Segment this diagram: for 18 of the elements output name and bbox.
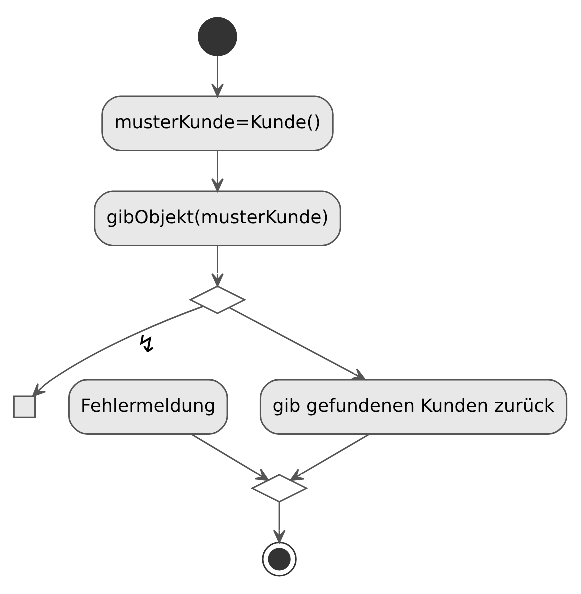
arrow: [212, 56, 224, 98]
node-box: Fehlermeldung: [68, 379, 228, 435]
arrow: [212, 246, 224, 287]
arrow: [290, 434, 370, 482]
arrow: [230, 307, 366, 381]
arrow: [273, 502, 286, 544]
node-circle: [262, 542, 297, 577]
node-box: [13, 396, 36, 418]
arrow: [212, 151, 224, 192]
node-box: gib gefundenen Kunden zurück: [260, 379, 568, 435]
node-box: musterKunde=Kunde(): [102, 96, 334, 152]
arrow: [190, 434, 270, 482]
node-diamond: [188, 286, 247, 314]
node-diamond: [250, 474, 308, 503]
arrow: [32, 306, 204, 398]
node-box: gibObjekt(musterKunde): [94, 190, 342, 246]
edge-label: ↯: [136, 330, 157, 358]
node-circle: [198, 17, 238, 56]
